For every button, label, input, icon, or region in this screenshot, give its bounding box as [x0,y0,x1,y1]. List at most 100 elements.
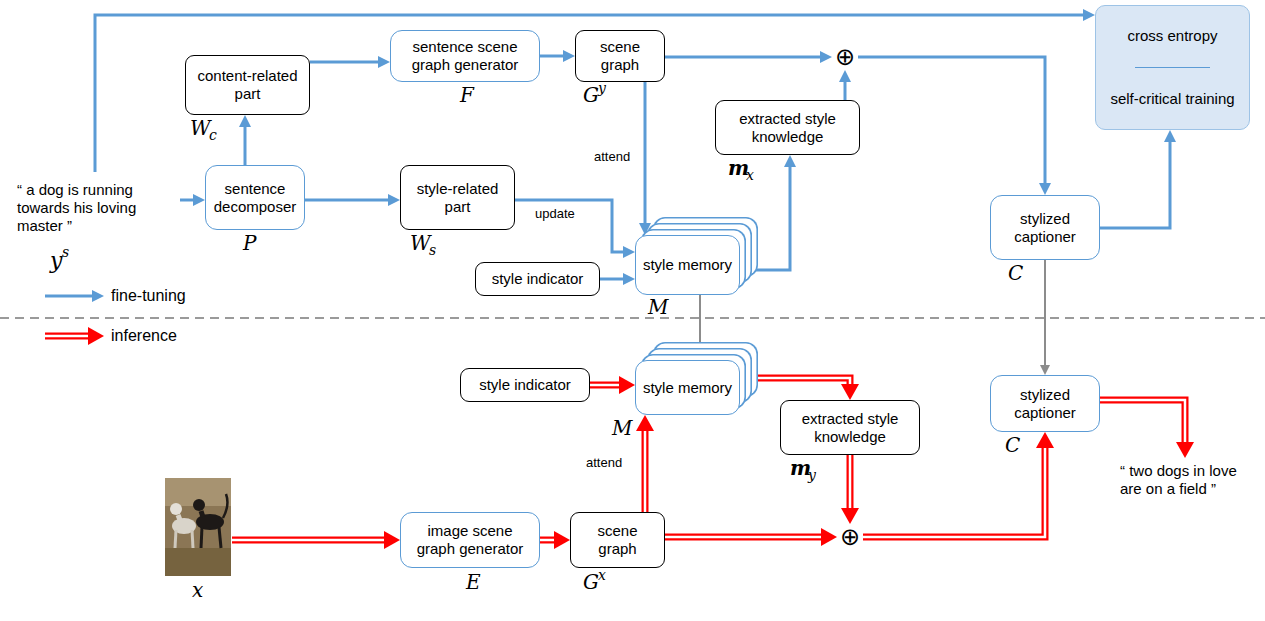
double-line-inner [232,539,386,542]
math-symbol: M [612,418,632,438]
legend-inner-line [45,335,91,338]
separator-line [0,317,1265,319]
legend-line [45,295,95,298]
connector-inner-line [863,446,1045,537]
math-symbol: m [728,158,749,178]
data-box: extracted style knowledge [715,100,860,155]
arrow-head [839,70,851,82]
connector-line [180,199,195,202]
connector-line [1100,400,1185,444]
arrow-head [619,376,635,394]
math-symbol: y [50,250,62,272]
connector [305,194,400,206]
connector-line [305,199,390,202]
connector [1100,400,1194,458]
sentence-text: “ a dog is running towards his loving ma… [15,172,180,244]
connector [590,376,635,394]
edge-label: attend [584,456,624,470]
arrow-head [623,273,635,285]
memory-stack: style memory [635,360,740,415]
connector [841,455,859,524]
arrow-head [820,51,832,63]
node-text: “ two dogs in love are on a field ” [1120,462,1258,498]
edge-label: attend [592,150,632,164]
math-symbol: y [808,468,816,482]
connector [239,115,251,165]
connector [740,378,859,400]
connector [695,295,705,360]
arrow-head [1036,432,1054,448]
math-symbol: M [648,297,668,317]
connector-line [665,56,822,59]
arrow-head [193,194,205,206]
node-text: ⊕ [835,45,855,69]
connector-line [847,455,854,510]
loss-box: cross entropy self-critical training [1095,5,1250,130]
process-box: image scene graph generator [400,512,540,568]
connector-inner-line [644,429,647,512]
connector [839,70,851,100]
legend-line [45,333,91,340]
node-text: extracted style knowledge [722,110,853,146]
data-box: extracted style knowledge [780,400,920,455]
arrow-head [784,155,796,167]
arrow-head [841,508,859,524]
node-text: extracted style knowledge [787,410,913,446]
node-text: self-critical training [1110,90,1234,108]
connector-line [699,295,701,352]
math-symbol: m [790,458,811,478]
connector-line [95,15,1085,172]
legend-text: fine-tuning [111,287,186,305]
arrow-head [92,290,104,302]
math-symbol: x [192,580,203,600]
process-box: sentence decomposer [205,165,305,230]
math-symbol: F [460,85,474,105]
connector [1040,260,1050,375]
connector [540,50,575,62]
sentence-text: “ two dogs in love are on a field ” [1118,458,1260,502]
node-text: style memory [643,379,732,397]
node-text: style-related part [407,180,508,216]
legend-item: fine-tuning [45,286,186,306]
math-symbol: c [209,128,217,142]
arrow-head [554,531,570,549]
connector-inner-line [540,539,556,542]
math-symbol: y [598,81,606,95]
connector [665,51,832,63]
data-box: style indicator [460,368,590,402]
process-box: sentence scene graph generator [390,30,540,82]
connector-line [858,57,1045,185]
node-text: sentence decomposer [212,180,298,216]
math-symbol: E [466,572,481,592]
connector-line [310,61,380,64]
legend-item: inference [45,326,177,346]
connector [636,415,654,512]
data-box: scene graph [570,512,665,568]
math-symbol: C [1008,263,1023,283]
process-box: stylized captioner [990,375,1100,432]
memory-stack: style memory [635,235,740,295]
photo-ground [165,478,231,576]
arrow-head [623,246,635,258]
dog-leg [192,530,193,548]
legend-text: inference [111,327,177,345]
legend-sample [45,326,105,346]
node-text: “ a dog is running towards his loving ma… [17,181,178,235]
connector-line [540,537,556,544]
dog-leg [201,527,202,548]
arrow-head [821,528,837,546]
process-box: stylized captioner [990,195,1100,260]
inference-arrow [232,531,400,549]
data-box: scene graph [575,30,665,82]
connector [740,155,796,270]
photo-grass [165,548,231,576]
legend-sample [45,286,105,306]
node-text: ⊕ [840,525,860,549]
node-text: cross entropy [1127,27,1217,45]
arrow-head [239,115,251,127]
arrow-head [841,384,859,400]
data-box: style-related part [400,165,515,230]
connector-inner-line [849,455,852,510]
math-symbol: x [598,568,606,582]
math-symbol: x [746,168,754,182]
